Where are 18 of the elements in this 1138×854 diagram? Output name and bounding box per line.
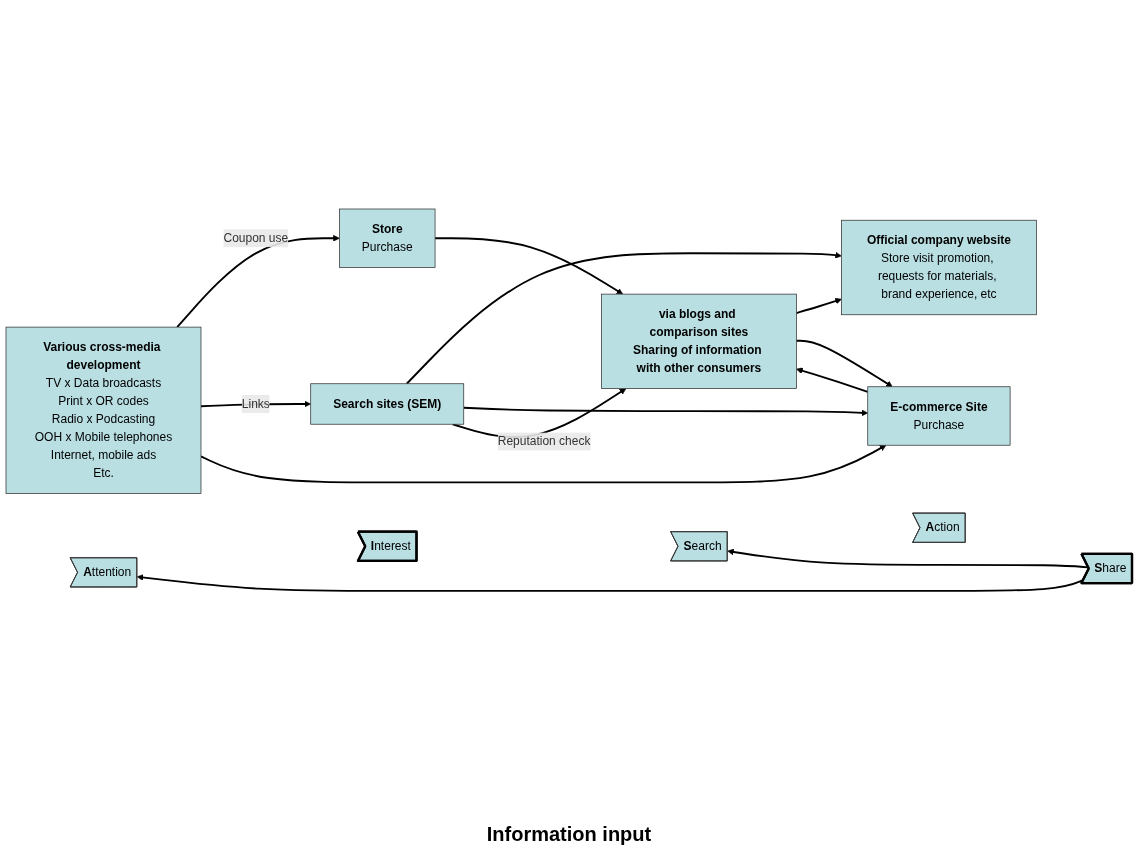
node-box: Various cross-media development TV x Data broadcasts Print x OR codes Radio x Podcasting OOH x Mobile telephones Internet, mobile ads Etc. — [5, 326, 202, 495]
arrow — [462, 406, 869, 417]
node-box: E-commerce Site Purchase — [867, 386, 1011, 446]
node-box: Store Purchase — [339, 208, 436, 268]
arrow — [200, 445, 887, 484]
arrow — [795, 297, 842, 314]
note-text: Information input — [486, 823, 652, 845]
arrow — [405, 252, 842, 385]
arrow — [176, 235, 340, 329]
arrow — [795, 339, 893, 388]
node-box: Official company website Store visit promotion, requests for materials, brand experience, etc — [841, 219, 1037, 316]
edge-label: Coupon use — [223, 231, 289, 245]
edge-label: Links — [241, 397, 270, 411]
arrow — [434, 237, 624, 295]
arrow — [796, 367, 869, 393]
node-box: via blogs and comparison sites Sharing of information with other consumers — [601, 293, 797, 390]
edge-label: Reputation check — [497, 434, 591, 448]
node-box: Search sites (SEM) — [310, 383, 465, 425]
